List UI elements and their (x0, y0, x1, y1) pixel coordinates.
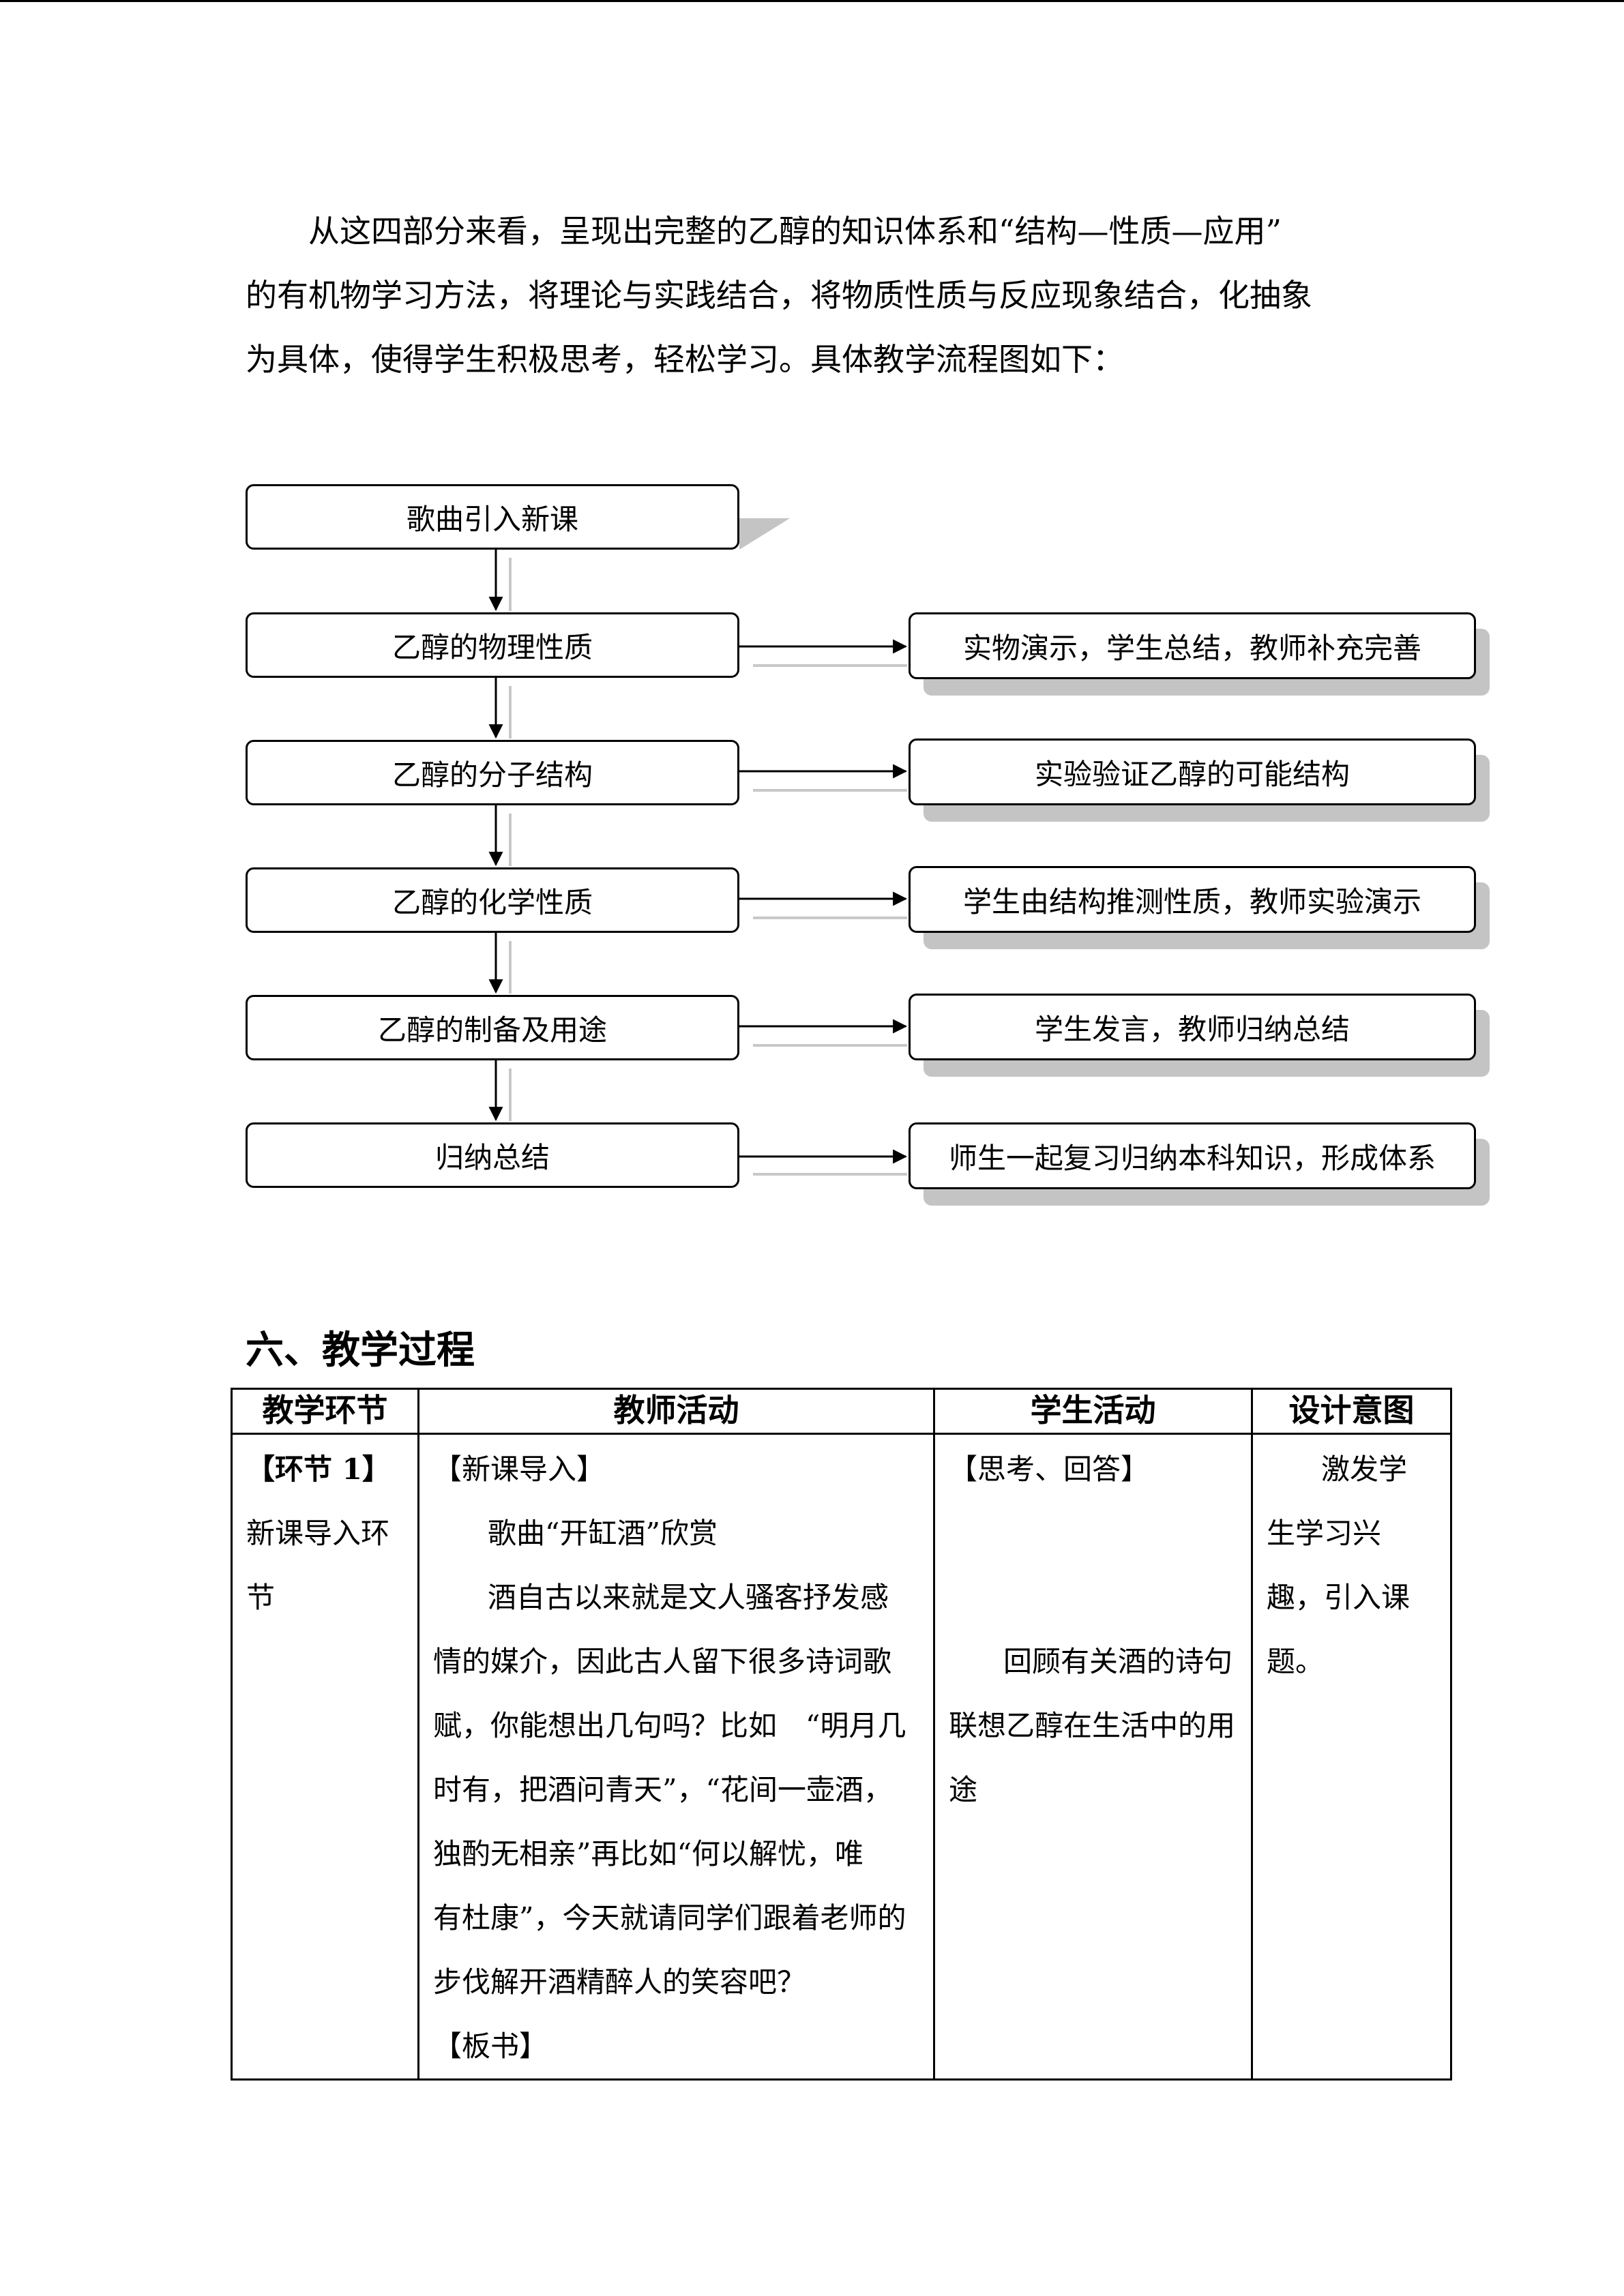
teacher-line: 情的媒介，因此古人留下很多诗词歌 (433, 1645, 892, 1678)
flow-activity-box: 实物演示，学生总结，教师补充完善 (909, 612, 1476, 679)
student-line: 回顾有关酒的诗句 (1003, 1645, 1233, 1678)
flow-step-box: 歌曲引入新课 (246, 484, 739, 550)
stage-label: 【环节 1】 (246, 1452, 391, 1486)
flow-step-box: 乙醇的分子结构 (246, 740, 739, 805)
flow-step-box: 乙醇的制备及用途 (246, 995, 739, 1060)
stage-text: 节 (246, 1581, 276, 1614)
intro-line: 为具体，使得学生积极思考，轻松学习。具体教学流程图如下： (246, 341, 1124, 378)
header-teacher-activity: 教师活动 (417, 1388, 935, 1435)
student-line: 途 (949, 1773, 978, 1806)
cell-teacher-activity: 【新课导入】 歌曲“开缸酒”欣赏 酒自古以来就是文人骚客抒发感 情的媒介，因此古… (417, 1433, 935, 2081)
teacher-line: 独酌无相亲”再比如“何以解忧，唯 (433, 1837, 863, 1870)
flow-step-box: 归纳总结 (246, 1122, 739, 1188)
page-top-border (0, 0, 1624, 2)
intent-line: 题。 (1267, 1645, 1325, 1678)
flow-activity-box: 师生一起复习归纳本科知识，形成体系 (909, 1122, 1476, 1189)
flow-activity-box: 学生由结构推测性质，教师实验演示 (909, 866, 1476, 933)
stage-text: 新课导入环 (246, 1517, 390, 1550)
header-stage: 教学环节 (231, 1388, 419, 1435)
intent-line: 生学习兴 (1267, 1517, 1382, 1550)
cell-design-intent: 激发学 生学习兴 趣，引入课 题。 (1251, 1433, 1452, 2081)
teacher-line: 时有，把酒问青天”，“花间一壶酒， (433, 1773, 892, 1806)
box-shadow (924, 1010, 1490, 1077)
intent-line: 激发学 (1321, 1452, 1408, 1486)
flow-activity-box: 实验验证乙醇的可能结构 (909, 739, 1476, 805)
student-line: 联想乙醇在生活中的用 (949, 1709, 1236, 1742)
intro-paragraph: 从这四部分来看，呈现出完整的乙醇的知识体系和“结构—性质—应用” 的有机物学习方… (246, 199, 1419, 391)
box-shadow (924, 629, 1490, 696)
flowchart-connectors (488, 518, 908, 1176)
section-title: 六、教学过程 (246, 1328, 475, 1373)
student-line: 【思考、回答】 (949, 1452, 1150, 1486)
header-design-intent: 设计意图 (1251, 1388, 1452, 1435)
box-shadow (924, 755, 1490, 822)
cell-stage: 【环节 1】 新课导入环 节 (231, 1433, 419, 2081)
teacher-line: 酒自古以来就是文人骚客抒发感 (488, 1581, 889, 1614)
teaching-process-table: 教学环节 教师活动 学生活动 设计意图 【环节 1】 新课导入环 节 【新课导入… (231, 1388, 1452, 2081)
teacher-line: 【新课导入】 (433, 1452, 606, 1486)
intro-line: 的有机物学习方法，将理论与实践结合，将物质性质与反应现象结合，化抽象 (246, 277, 1312, 314)
teacher-line: 有杜康”，今天就请同学们跟着老师的 (433, 1901, 906, 1935)
header-student-activity: 学生活动 (933, 1388, 1253, 1435)
flow-step-box: 乙醇的化学性质 (246, 867, 739, 933)
flow-activity-box: 学生发言，教师归纳总结 (909, 994, 1476, 1060)
flow-step-box: 乙醇的物理性质 (246, 612, 739, 678)
intent-line: 趣，引入课 (1267, 1581, 1411, 1614)
box-shadow-triangle (739, 518, 790, 550)
teacher-line: 步伐解开酒精醉人的笑容吧？ (433, 1965, 806, 1999)
teacher-line: 歌曲“开缸酒”欣赏 (488, 1517, 718, 1550)
table-header-row: 教学环节 教师活动 学生活动 设计意图 (231, 1388, 1452, 1435)
box-shadow (924, 882, 1490, 949)
teacher-line: 【板书】 (433, 2029, 548, 2063)
teacher-line: 赋，你能想出几句吗？比如 “明月几 (433, 1709, 906, 1742)
box-shadow (924, 1139, 1490, 1206)
intro-line: 从这四部分来看，呈现出完整的乙醇的知识体系和“结构—性质—应用” (308, 213, 1282, 250)
table-row: 【环节 1】 新课导入环 节 【新课导入】 歌曲“开缸酒”欣赏 酒自古以来就是文… (231, 1433, 1452, 2081)
cell-student-activity: 【思考、回答】 回顾有关酒的诗句 联想乙醇在生活中的用 途 (933, 1433, 1253, 2081)
